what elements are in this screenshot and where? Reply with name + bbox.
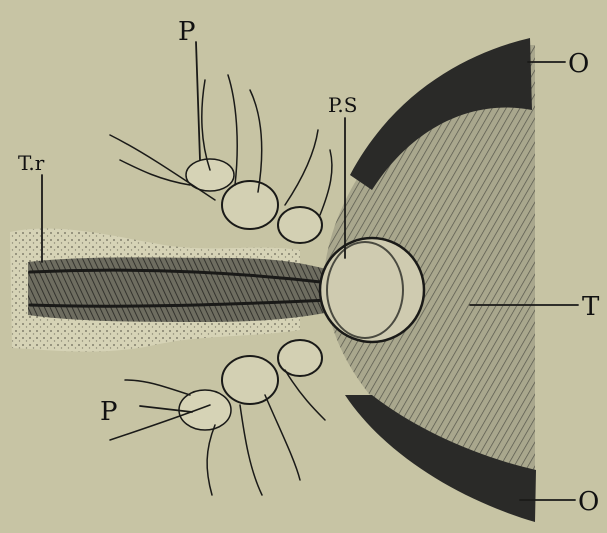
label-p-bottom: P xyxy=(100,397,118,427)
label-o-bottom: O xyxy=(578,487,599,517)
tentacle-core xyxy=(28,257,330,322)
label-tr: T.r xyxy=(18,151,45,175)
label-ps: P.S xyxy=(328,93,357,117)
label-p-top: P xyxy=(178,17,196,47)
label-t-right: T xyxy=(582,292,600,322)
central-sphere xyxy=(320,238,424,342)
label-o-top: O xyxy=(568,49,589,79)
